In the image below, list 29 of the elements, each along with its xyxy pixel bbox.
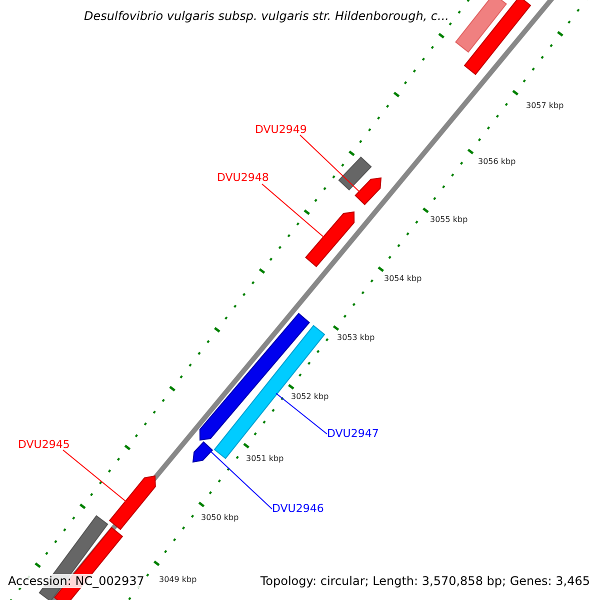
scale-label: 3055 kbp — [430, 215, 468, 224]
gene-label: DVU2945 — [18, 438, 70, 451]
gene-bar — [464, 0, 532, 76]
gene-bar — [338, 156, 372, 190]
gene-label: DVU2946 — [272, 502, 324, 515]
leader-line — [262, 184, 325, 238]
scale-label: 3054 kbp — [384, 274, 422, 283]
title: Desulfovibrio vulgaris subsp. vulgaris str. Hildenborough, c... — [84, 9, 449, 23]
gene-label: DVU2949 — [255, 123, 307, 136]
scale-label: 3052 kbp — [291, 392, 329, 401]
leader-line — [210, 450, 272, 510]
gene-feature — [354, 177, 382, 206]
info-text: Topology: circular; Length: 3,570,858 bp; Genes: 3,465 — [260, 574, 590, 588]
scale-label: 3051 kbp — [246, 454, 284, 463]
leader-line — [276, 392, 328, 434]
scale-label: 3050 kbp — [201, 513, 239, 522]
info-text: Accession: NC_002937 — [8, 574, 144, 588]
gene-bar — [455, 0, 507, 53]
gene-feature — [108, 475, 156, 530]
leader-line — [300, 134, 360, 193]
scale-label: 3057 kbp — [526, 101, 564, 110]
scale-label: 3056 kbp — [478, 157, 516, 166]
gene-label: DVU2948 — [217, 171, 269, 184]
scale-label: 3049 kbp — [159, 575, 197, 584]
gene-feature — [199, 312, 310, 441]
scale-label: 3053 kbp — [337, 333, 375, 342]
gene-feature — [305, 211, 355, 268]
gene-label: DVU2947 — [327, 427, 379, 440]
leader-line — [62, 450, 127, 502]
